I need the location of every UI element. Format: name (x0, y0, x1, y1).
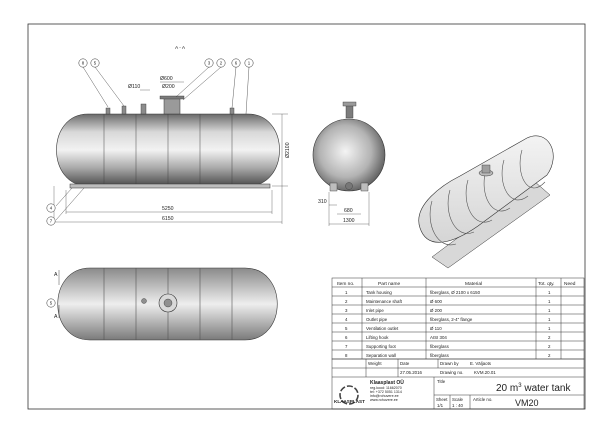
dim-l6150: 6150 (162, 216, 174, 222)
tank-side-view (56, 95, 280, 189)
table-header-qty: Tot. qty. (538, 281, 554, 287)
row-8-item: 8 (345, 353, 348, 358)
row-7-material: fiberglass (430, 344, 450, 349)
tb-company: Klaasplast OÜ (370, 379, 404, 386)
balloon-5b (46, 298, 56, 308)
row-8-qty: 2 (548, 353, 551, 358)
row-7-item: 7 (345, 344, 348, 349)
balloon-top-0: 8 (82, 61, 85, 66)
dim-d600: Ø600 (160, 76, 173, 82)
dim-d110: Ø110 (128, 84, 140, 90)
dim-d2100: Ø2100 (285, 142, 291, 158)
tb-title-label: Title (437, 379, 446, 384)
table-header-part: Part name (378, 281, 400, 287)
section-label: A - A (175, 45, 186, 51)
row-2-item: 2 (345, 299, 348, 304)
tb-company-line2: tel: +372 5051 1314 (370, 390, 402, 394)
tb-company-line1: reg.kood: 11662070 (370, 386, 402, 390)
balloon-left-2: 5 (50, 301, 53, 306)
tb-scale-value: 1 : 40 (452, 403, 464, 408)
tb-title-volume: 20 m (496, 383, 518, 394)
klaasplast-logo: KLAASPLAST (334, 385, 365, 405)
tb-sheet-value: 1/1 (437, 403, 444, 408)
balloon-left-1: 7 (50, 219, 53, 224)
dim-horizontal (53, 186, 283, 224)
row-5-material: Ø 110 (430, 326, 442, 331)
sheet-border (27, 23, 586, 410)
row-5-qty: 1 (548, 326, 551, 331)
dim-w310: 310 (318, 199, 327, 205)
tb-date-value: 27.05.2016 (400, 370, 423, 375)
tb-drawn-by-value: E. Väljaots (470, 361, 492, 366)
tb-title-main: 20 m3 water tank (496, 383, 571, 394)
row-1-part: Tank housing (366, 290, 392, 295)
tb-company-line4: www.rohuvere.ee (370, 398, 398, 402)
section-mark-top: A (54, 272, 58, 278)
tank-isometric-view (418, 135, 554, 269)
row-3-qty: 1 (548, 308, 551, 313)
tb-article-value: VM20 (515, 398, 539, 408)
row-3-part: Inlet pipe (366, 308, 384, 313)
row-6-item: 6 (345, 335, 348, 340)
tb-title-rest: water tank (522, 383, 572, 394)
row-4-material: fiberglass, 2-4" flange (430, 317, 473, 322)
balloon-top-2: 3 (208, 61, 211, 66)
row-8-material: fiberglass (430, 353, 450, 358)
tb-company-line3: info@rohuvere.ee (370, 394, 399, 398)
table-header-need: Need (564, 281, 576, 287)
balloon-left-0: 4 (50, 206, 53, 211)
leader-lines (55, 66, 250, 221)
tb-date-label: Date (400, 361, 410, 366)
row-4-part: Outlet pipe (366, 317, 388, 322)
row-6-material: AISI 304 (430, 335, 447, 340)
row-4-qty: 1 (548, 317, 551, 322)
tank-end-view (312, 101, 386, 192)
table-header-material: Material (465, 281, 482, 287)
balloon-4 (46, 203, 56, 213)
row-2-part: Maintenance shaft (366, 299, 403, 304)
tb-drawn-by-label: Drawn by (440, 361, 459, 366)
row-2-qty: 1 (548, 299, 551, 304)
dim-vertical (272, 113, 288, 187)
row-2-material: Ø 600 (430, 299, 443, 304)
dim-w1300: 1300 (343, 218, 355, 224)
balloons-top (78, 58, 254, 68)
balloon-top-4: 6 (235, 61, 238, 66)
balloon-top-3: 2 (220, 61, 223, 66)
tb-drawing-no-value: KVM.20.01 (474, 370, 496, 375)
row-6-part: Lifting hook (366, 335, 389, 340)
row-5-part: Ventilation outlet (366, 326, 399, 331)
row-1-material: fiberglass, Ø 2100 x 6150 (430, 290, 481, 295)
row-3-material: Ø 200 (430, 308, 443, 313)
row-1-item: 1 (345, 290, 348, 295)
row-1-qty: 1 (548, 290, 551, 295)
row-6-qty: 2 (548, 335, 551, 340)
row-3-item: 3 (345, 308, 348, 313)
tb-drawing-no-label: Drawing no. (440, 370, 463, 375)
row-7-part: Supporting foot (366, 344, 397, 349)
row-4-item: 4 (345, 317, 348, 322)
balloon-top-1: 5 (94, 61, 97, 66)
tb-weight-label: Weight (368, 361, 382, 366)
row-8-part: Separation wall (366, 353, 396, 358)
logo-text: KLAASPLAST (334, 399, 365, 404)
dim-d200: Ø200 (162, 84, 175, 90)
dim-l5250: 5250 (162, 206, 174, 212)
tb-scale-label: Scale (452, 397, 464, 402)
tb-sheet-label: Sheet (436, 397, 448, 402)
balloon-7 (46, 216, 56, 226)
dim-w680: 680 (344, 208, 353, 214)
row-5-item: 5 (345, 326, 348, 331)
row-7-qty: 2 (548, 344, 551, 349)
balloon-top-5: 1 (248, 61, 251, 66)
section-mark-bottom: A (54, 314, 58, 320)
title-block (331, 358, 585, 410)
tank-plan-view (57, 267, 278, 341)
tb-title-superscript: 3 (518, 383, 522, 389)
tb-article-label: Article no. (473, 397, 493, 402)
table-header-item: Item no. (337, 281, 354, 287)
